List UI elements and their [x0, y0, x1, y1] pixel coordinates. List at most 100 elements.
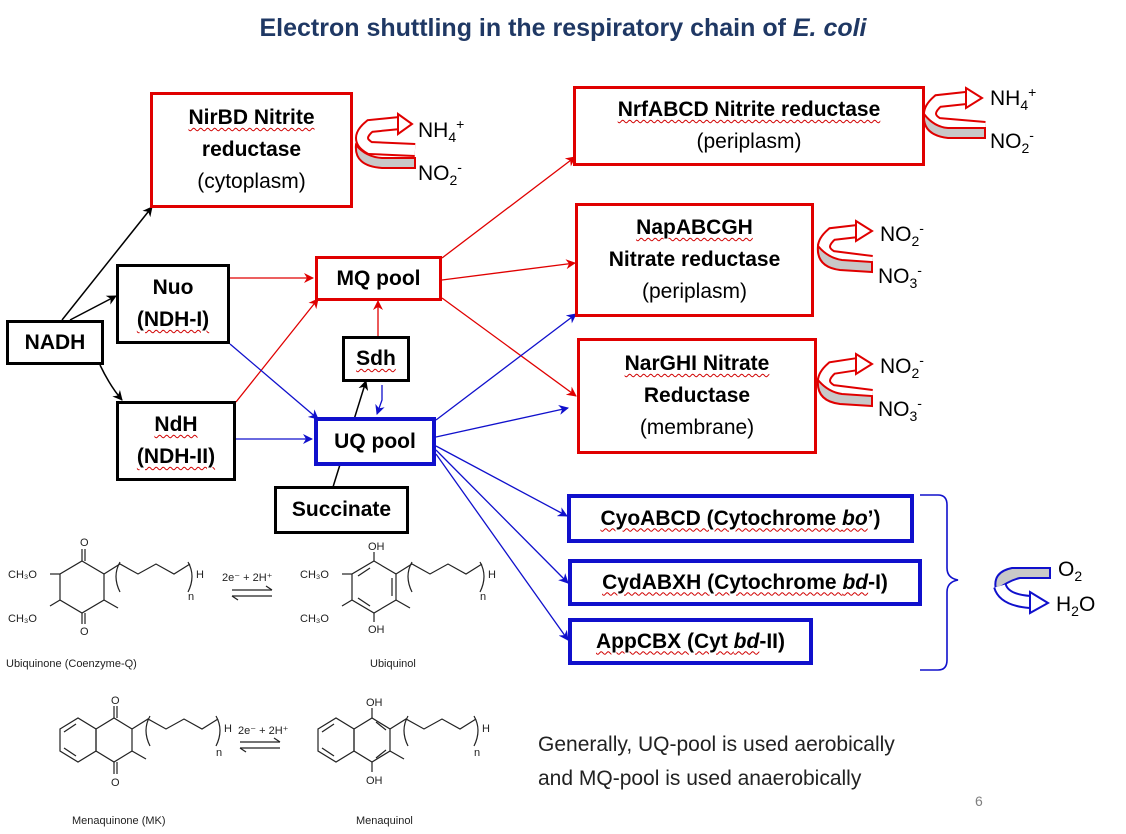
- nirbd-label-1: NirBD Nitrite: [188, 106, 315, 129]
- nirbd-product-bottom: NO2-: [418, 159, 462, 189]
- nrf-product-bottom: NO2-: [990, 127, 1034, 157]
- nrf-label-2: (periplasm): [696, 130, 802, 153]
- ubiquinone-name: Ubiquinone (Coenzyme-Q): [6, 658, 137, 670]
- nar-product-bottom: NO3-: [878, 395, 922, 425]
- arrow-uq-nap: [435, 313, 577, 421]
- nirbd-box: NirBD Nitrite reductase (cytoplasm): [150, 92, 353, 208]
- conversion-arrow-nap: [816, 219, 874, 274]
- sdh-label: Sdh: [356, 347, 396, 370]
- arrow-mq-nrf: [441, 156, 576, 259]
- sdh-box: Sdh: [342, 336, 410, 382]
- arrow-nuo-uq: [229, 343, 319, 420]
- nirbd-label-2: reductase: [201, 138, 302, 161]
- mq-pool-box: MQ pool: [315, 256, 442, 301]
- menaquinone-h: H: [224, 723, 232, 735]
- arrow-mq-nar: [441, 297, 577, 397]
- cytochrome-brace: [920, 494, 959, 671]
- oxygen-label: O2: [1058, 558, 1083, 585]
- ubiquinol-n: n: [480, 591, 486, 603]
- ubiquinol-ch3o-1: CH₃O: [300, 569, 329, 581]
- nar-label-2: Reductase: [643, 384, 751, 407]
- cyo-box: CyoABCD (Cytochrome bo’): [567, 494, 914, 543]
- ubiquinol-h: H: [488, 569, 496, 581]
- quinone-structures: O O CH₃O CH₃O H n 2e⁻ + 2H⁺ OH OH CH₃O C…: [6, 537, 496, 827]
- arrow-uq-app: [435, 453, 569, 641]
- arrow-uq-cyo: [435, 445, 568, 517]
- app-box: AppCBX (Cyt bd-II): [568, 618, 813, 665]
- menaquinone-o-top: O: [111, 695, 120, 707]
- nrf-product-top: NH4+: [990, 84, 1037, 114]
- title-main: Electron shuttling in the respiratory ch…: [259, 14, 793, 42]
- ubiquinone-h: H: [196, 569, 204, 581]
- succinate-box: Succinate: [274, 486, 409, 534]
- nap-product-top: NO2-: [880, 220, 924, 250]
- cyd-box: CydABXH (Cytochrome bd-I): [568, 559, 922, 606]
- reaction-label-2: 2e⁻ + 2H⁺: [238, 725, 289, 737]
- mq-pool-label: MQ pool: [336, 266, 421, 290]
- arrow-ndh-mq: [235, 298, 319, 403]
- arrow-sdh-uq: [375, 385, 385, 415]
- menaquinol-n: n: [474, 747, 480, 759]
- nap-label-2: Nitrate reductase: [608, 248, 781, 271]
- title-italic: E. coli: [792, 14, 867, 42]
- ubiquinol-ch3o-2: CH₃O: [300, 613, 329, 625]
- ubiquinone-o-top: O: [80, 537, 89, 549]
- nap-label-1: NapABCGH: [636, 216, 753, 239]
- nuo-label-2: (NDH-I): [136, 308, 210, 331]
- page-number: 6: [975, 793, 983, 809]
- arrow-uq-nar: [435, 405, 569, 438]
- succinate-label: Succinate: [291, 498, 392, 521]
- menaquinol-name: Menaquinol: [356, 815, 413, 827]
- usage-note-line-1: Generally, UQ-pool is used aerobically: [538, 733, 895, 756]
- menaquinone-n: n: [216, 747, 222, 759]
- nadh-box: NADH: [6, 320, 104, 365]
- cyo-label: CyoABCD (Cytochrome bo’): [600, 506, 881, 530]
- ubiquinone-o-bottom: O: [80, 626, 89, 638]
- ndh-label-2: (NDH-II): [136, 445, 216, 468]
- app-label: AppCBX (Cyt bd-II): [596, 629, 785, 653]
- ubiquinone-n: n: [188, 591, 194, 603]
- ubiquinone-ch3o-2: CH₃O: [8, 613, 37, 625]
- nuo-box: Nuo (NDH-I): [116, 264, 230, 344]
- ubiquinol-oh-bottom: OH: [368, 624, 385, 636]
- conversion-arrow-nrf: [922, 86, 986, 139]
- menaquinol-h: H: [482, 723, 490, 735]
- arrow-mq-nap: [441, 259, 576, 281]
- menaquinol-oh-top: OH: [366, 697, 383, 709]
- conversion-arrow-oxygen: [993, 567, 1051, 615]
- menaquinol-oh-bottom: OH: [366, 775, 383, 787]
- nar-product-top: NO2-: [880, 352, 924, 382]
- water-label: H2O: [1056, 593, 1096, 620]
- ubiquinol-name: Ubiquinol: [370, 658, 416, 670]
- ndh-label-1: NdH: [154, 413, 198, 436]
- uq-pool-label: UQ pool: [334, 429, 416, 453]
- nrf-box: NrfABCD Nitrite reductase (periplasm): [573, 86, 925, 166]
- nar-box: NarGHI Nitrate Reductase (membrane): [577, 338, 817, 454]
- page-title: Electron shuttling in the respiratory ch…: [0, 14, 1126, 43]
- nap-label-3: (periplasm): [641, 280, 748, 303]
- usage-note-line-2: and MQ-pool is used anaerobically: [538, 767, 862, 790]
- arrow-uq-cyd: [435, 449, 569, 584]
- menaquinone-name: Menaquinone (MK): [72, 815, 166, 827]
- nar-label-1: NarGHI Nitrate: [624, 352, 770, 375]
- arrow-nadh-nirbd: [61, 206, 153, 321]
- nrf-label-1: NrfABCD Nitrite reductase: [617, 98, 881, 121]
- ubiquinone-ch3o-1: CH₃O: [8, 569, 37, 581]
- menaquinone-o-bottom: O: [111, 777, 120, 789]
- reaction-label-1: 2e⁻ + 2H⁺: [222, 572, 273, 584]
- conversion-arrow-nirbd: [354, 112, 416, 169]
- arrow-nadh-nuo: [69, 295, 117, 321]
- nirbd-label-3: (cytoplasm): [197, 170, 306, 193]
- usage-note: Generally, UQ-pool is used aerobically a…: [538, 728, 895, 796]
- nap-product-bottom: NO3-: [878, 262, 922, 292]
- uq-pool-box: UQ pool: [314, 417, 436, 466]
- arrow-nadh-ndh: [99, 364, 123, 401]
- nadh-label: NADH: [24, 330, 86, 354]
- ubiquinol-oh-top: OH: [368, 541, 385, 553]
- ndh-box: NdH (NDH-II): [116, 401, 236, 481]
- nuo-label-1: Nuo: [152, 276, 194, 299]
- cyd-label: CydABXH (Cytochrome bd-I): [602, 570, 888, 594]
- nar-label-3: (membrane): [639, 416, 755, 439]
- conversion-arrow-nar: [816, 352, 874, 408]
